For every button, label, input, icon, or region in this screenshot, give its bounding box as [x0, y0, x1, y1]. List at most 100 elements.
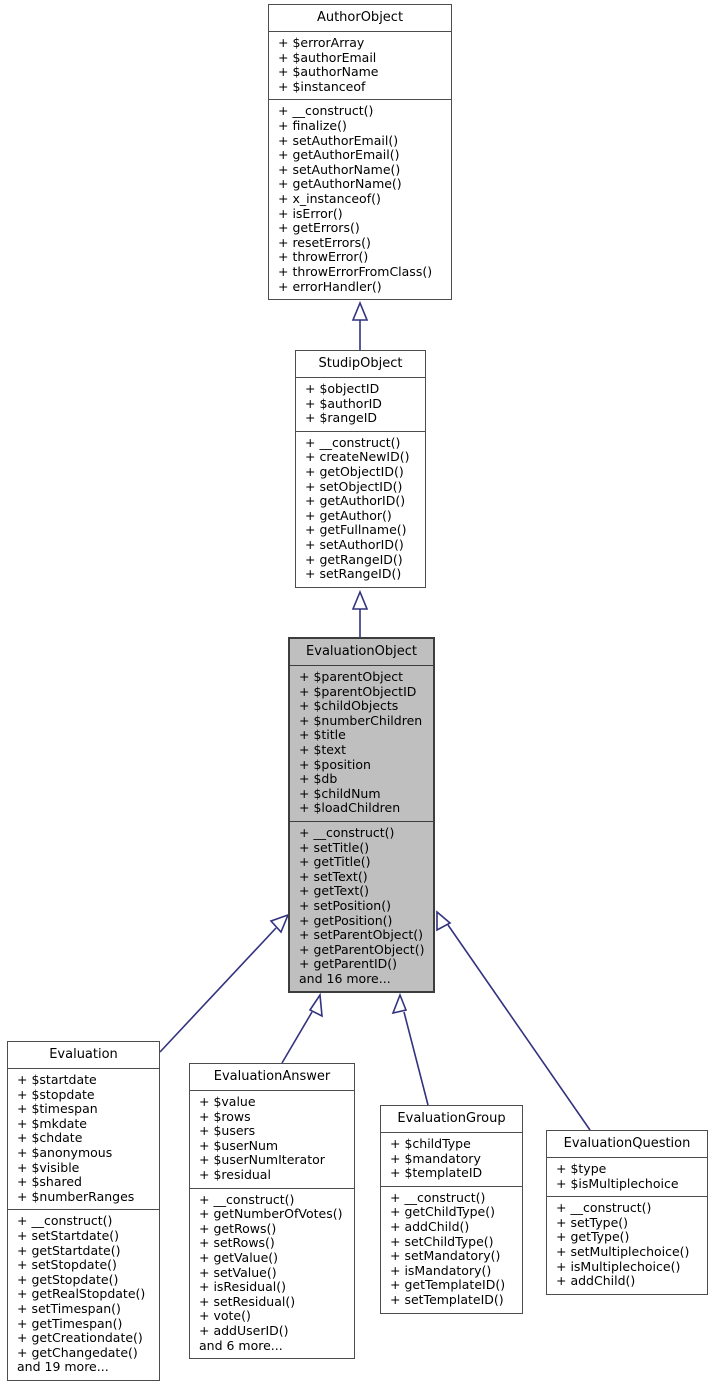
attribute-item: + $residual	[199, 1166, 271, 1182]
compartment-divider	[296, 377, 425, 378]
attribute-item: + $chdate	[17, 1130, 83, 1146]
attribute-item: + $users	[199, 1123, 256, 1139]
attribute-item: + $startdate	[17, 1072, 97, 1087]
operation-item: + createNewID()	[305, 449, 410, 465]
operation-item: + getText()	[299, 883, 370, 899]
attribute-item: + $visible	[17, 1159, 80, 1175]
operation-item: + setParentObject()	[299, 927, 424, 943]
operation-item: + __construct()	[556, 1200, 652, 1216]
operation-item: + setMandatory()	[390, 1248, 501, 1264]
operation-item: + getRealStopdate()	[17, 1286, 146, 1302]
operation-item: + errorHandler()	[278, 278, 382, 294]
operation-item: + getAuthor()	[305, 507, 392, 523]
compartment-divider	[547, 1157, 707, 1158]
compartment-divider	[8, 1209, 159, 1211]
operation-list-studipobject: + __construct() + createNewID() + getObj…	[296, 432, 425, 587]
attribute-list-evaluationquestion: + $type + $isMultiplechoice	[547, 1158, 707, 1196]
operation-item: + isMandatory()	[390, 1262, 492, 1278]
operation-item: + setTitle()	[299, 839, 370, 855]
class-title-evaluationgroup: EvaluationGroup	[397, 1111, 506, 1126]
class-box-evaluationquestion[interactable]: EvaluationQuestion + $type + $isMultiple…	[546, 1130, 708, 1295]
operation-item: + getStopdate()	[17, 1271, 119, 1287]
edge-evaluation-to-evaluationobject	[159, 913, 290, 1053]
attribute-list-studipobject: + $objectID + $authorID + $rangeID	[296, 378, 425, 431]
compartment-divider	[381, 1185, 522, 1187]
attribute-item: + $authorEmail	[278, 49, 377, 65]
operation-item: + setResidual()	[199, 1293, 296, 1309]
operation-list-evaluationanswer: + __construct() + getNumberOfVotes() + g…	[190, 1189, 354, 1359]
operation-item: + setTimespan()	[17, 1300, 121, 1316]
class-box-studipobject[interactable]: StudipObject + $objectID + $authorID + $…	[295, 350, 426, 588]
compartment-divider	[547, 1196, 707, 1198]
attribute-item: + $childObjects	[299, 698, 399, 714]
operation-item: + setStopdate()	[17, 1257, 117, 1273]
compartment-divider	[190, 1090, 354, 1091]
operation-item: + getPosition()	[299, 912, 393, 928]
attribute-item: + $db	[299, 771, 338, 787]
operation-item: + __construct()	[390, 1189, 486, 1205]
operation-list-authorobject: + __construct() + finalize() + setAuthor…	[269, 100, 451, 299]
operation-item: + throwError()	[278, 249, 369, 265]
operation-item: + getValue()	[199, 1249, 279, 1265]
class-box-evaluationgroup[interactable]: EvaluationGroup + $childType + $mandator…	[380, 1105, 523, 1314]
operation-item: + getStartdate()	[17, 1242, 121, 1258]
compartment-divider	[290, 665, 433, 666]
attribute-item: + $parentObject	[299, 669, 404, 684]
operation-item: + getCreationdate()	[17, 1330, 143, 1346]
attribute-item: + $shared	[17, 1174, 82, 1190]
class-box-evaluationanswer[interactable]: EvaluationAnswer + $value + $rows + $use…	[189, 1063, 355, 1360]
compartment-divider	[269, 31, 451, 32]
operation-item: + __construct()	[199, 1191, 295, 1207]
operation-item: + __construct()	[305, 434, 401, 450]
class-box-authorobject[interactable]: AuthorObject + $errorArray + $authorEmai…	[268, 4, 452, 301]
compartment-divider	[8, 1068, 159, 1069]
operation-item: + getObjectID()	[305, 463, 404, 479]
operation-item: + getAuthorName()	[278, 176, 402, 192]
attribute-item: + $parentObjectID	[299, 683, 417, 699]
compartment-divider	[381, 1132, 522, 1133]
operation-item: + __construct()	[299, 824, 395, 840]
operation-list-evaluation: + __construct() + setStartdate() + getSt…	[8, 1210, 159, 1380]
attribute-item: + $position	[299, 756, 371, 772]
operation-item: + addChild()	[556, 1273, 636, 1289]
operation-item: + x_instanceof()	[278, 190, 381, 206]
compartment-divider	[296, 430, 425, 432]
operation-item: + getAuthorEmail()	[278, 147, 400, 163]
attribute-item: + $childNum	[299, 785, 381, 801]
more-members-label: and 6 more...	[199, 1337, 283, 1353]
operation-item: + setRows()	[199, 1235, 275, 1251]
operation-item: + getParentID()	[299, 956, 398, 972]
operation-item: + resetErrors()	[278, 234, 371, 250]
edge-evaluationobject-to-studipobject	[351, 589, 369, 637]
attribute-item: + $title	[299, 727, 346, 743]
attribute-item: + $rows	[199, 1108, 251, 1124]
attribute-item: + $authorID	[305, 395, 382, 411]
attribute-item: + $loadChildren	[299, 800, 401, 816]
compartment-divider	[190, 1187, 354, 1189]
operation-list-evaluationobject: + __construct() + setTitle() + getTitle(…	[290, 822, 433, 992]
operation-item: + getParentObject()	[299, 941, 425, 957]
operation-item: + getNumberOfVotes()	[199, 1206, 343, 1222]
operation-item: + getType()	[556, 1229, 630, 1245]
attribute-item: + $text	[299, 741, 347, 757]
class-box-evaluation[interactable]: Evaluation + $startdate + $stopdate + $t…	[7, 1041, 160, 1381]
operation-item: + isError()	[278, 205, 343, 221]
operation-item: + isResidual()	[199, 1279, 286, 1295]
operation-item: + getChangedate()	[17, 1344, 138, 1360]
operation-item: + addChild()	[390, 1218, 470, 1234]
operation-item: + getTitle()	[299, 854, 371, 870]
attribute-item: + $errorArray	[278, 35, 365, 50]
compartment-divider	[269, 99, 451, 101]
operation-item: + throwErrorFromClass()	[278, 263, 433, 279]
operation-item: + getFullname()	[305, 522, 407, 538]
class-box-evaluationobject[interactable]: EvaluationObject + $parentObject + $pare…	[288, 637, 435, 994]
attribute-list-evaluation: + $startdate + $stopdate + $timespan + $…	[8, 1069, 159, 1209]
attribute-item: + $anonymous	[17, 1144, 113, 1160]
operation-list-evaluationgroup: + __construct() + getChildType() + addCh…	[381, 1187, 522, 1313]
attribute-item: + $value	[199, 1094, 256, 1109]
operation-list-evaluationquestion: + __construct() + setType() + getType() …	[547, 1197, 707, 1294]
attribute-list-evaluationanswer: + $value + $rows + $users + $userNum + $…	[190, 1091, 354, 1188]
attribute-item: + $stopdate	[17, 1086, 95, 1102]
edge-evaluationquestion-to-evaluationobject	[436, 910, 591, 1131]
